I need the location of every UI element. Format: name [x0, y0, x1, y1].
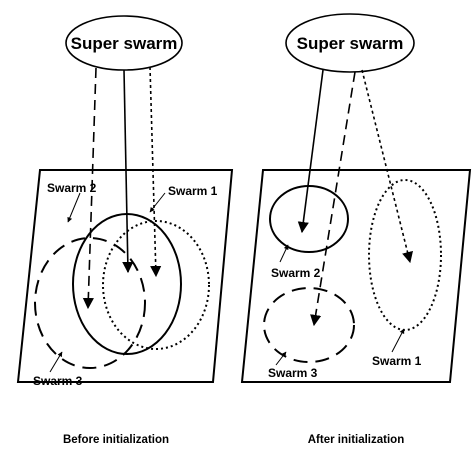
before-swarm3-pointer — [49, 351, 63, 373]
before-swarm1-ellipse — [102, 220, 210, 350]
after-swarm1-label: Swarm 1 — [372, 354, 422, 368]
after-arrow-dashed — [310, 71, 356, 327]
before-swarm2-pointer — [67, 192, 81, 223]
after-swarm2-label: Swarm 2 — [271, 266, 321, 280]
after-swarm2-pointer — [279, 244, 289, 263]
after-arrow-dotted — [361, 69, 413, 264]
after-plane — [240, 169, 472, 383]
after-caption: After initialization — [308, 434, 404, 446]
before-swarm3-label: Swarm 3 — [33, 374, 83, 388]
after-swarm3-label: Swarm 3 — [268, 366, 318, 380]
after-swarm1-ellipse — [368, 179, 442, 331]
after-super-swarm-ellipse — [285, 13, 415, 73]
before-arrow-solid — [122, 69, 134, 274]
before-swarm1-pointer — [149, 192, 166, 213]
before-caption: Before initialization — [63, 434, 169, 446]
before-arrow-dotted — [149, 66, 162, 278]
before-swarm2-label: Swarm 2 — [47, 181, 97, 195]
after-swarm3-pointer — [275, 351, 287, 366]
after-arrow-solid — [297, 69, 324, 234]
before-super-swarm-label: Super swarm — [71, 34, 178, 53]
after-swarm1-pointer — [391, 328, 405, 353]
before-arrow-dashed — [82, 67, 97, 310]
after-swarm3-ellipse — [263, 287, 355, 363]
after-super-swarm-label: Super swarm — [297, 34, 404, 53]
before-panel: Super swarm Swarm 2 Swarm 1 Swarm 3 Befo… — [16, 15, 234, 446]
before-swarm3-ellipse — [34, 237, 146, 369]
after-swarm2-ellipse — [269, 185, 349, 253]
after-panel: Super swarm Swarm 2 Swarm 3 Swarm 1 Afte… — [240, 13, 472, 446]
before-plane — [16, 169, 234, 383]
before-swarm1-label: Swarm 1 — [168, 184, 218, 198]
